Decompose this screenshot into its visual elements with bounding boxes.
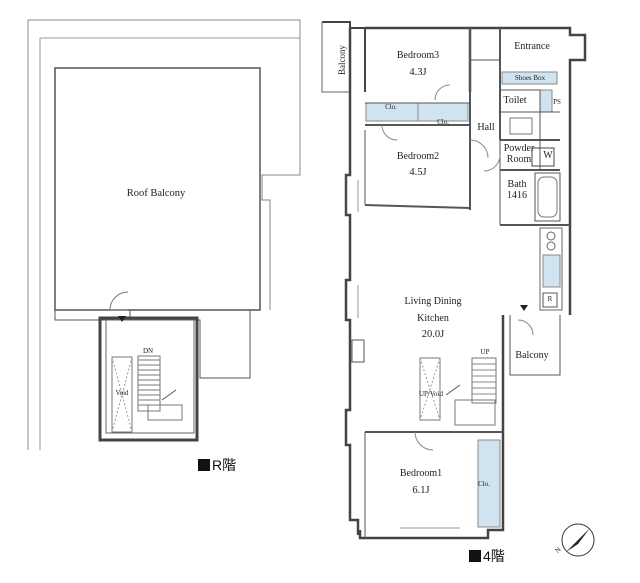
up-void-label: UP/Void — [419, 390, 443, 398]
ldk-size: 20.0J — [421, 329, 445, 340]
balcony-upper-label: Balcony — [337, 45, 347, 75]
ldk-name-line1: Living Dining — [404, 296, 462, 307]
bedroom1-name: Bedroom1 — [399, 468, 443, 479]
shoes-box-label: Shoes Box — [514, 74, 546, 82]
ps-label: PS — [553, 98, 561, 106]
ldk-name-line2: Kitchen — [417, 313, 449, 324]
stair-up-label: UP — [480, 348, 490, 356]
refrigerator-label: R — [547, 295, 553, 303]
powder-room-label-2: Room — [506, 154, 532, 165]
bedroom3-name: Bedroom3 — [396, 50, 440, 61]
bath-label-2: 1416 — [507, 190, 527, 201]
roof-stair-dn-label: DN — [142, 347, 154, 355]
square-bullet-icon — [198, 459, 210, 471]
entry-arrow-icon — [520, 305, 528, 311]
toilet-label: Toilet — [503, 95, 527, 106]
entry-arrow-icon — [118, 316, 126, 322]
north-arrow-icon — [566, 528, 590, 552]
powder-room-label-1: Powder — [503, 143, 535, 154]
square-bullet-icon — [469, 550, 481, 562]
bedroom2-size: 4.5J — [409, 167, 427, 178]
fourth-floor-label: 4階 — [469, 549, 505, 563]
roof-floor-plan — [27, 19, 301, 450]
roof-void-label: Void — [115, 389, 129, 397]
bath-label-1: Bath — [507, 179, 527, 190]
washer-label: W — [543, 150, 553, 161]
entrance-label: Entrance — [514, 41, 550, 52]
north-compass — [561, 523, 595, 557]
bedroom2-name: Bedroom2 — [396, 151, 440, 162]
closet-1-label: Clo. — [385, 103, 397, 111]
hall-label: Hall — [477, 122, 495, 133]
balcony-lower-label: Balcony — [515, 350, 549, 361]
closet-3-label: Clo. — [478, 480, 490, 488]
fourth-floor-plan — [321, 21, 587, 540]
roof-balcony-label: Roof Balcony — [126, 188, 186, 199]
bedroom3-size: 4.3J — [409, 67, 427, 78]
bedroom1-size: 6.1J — [412, 485, 430, 496]
roof-floor-label: R階 — [198, 458, 236, 472]
closet-2-label: Clo. — [437, 118, 449, 126]
